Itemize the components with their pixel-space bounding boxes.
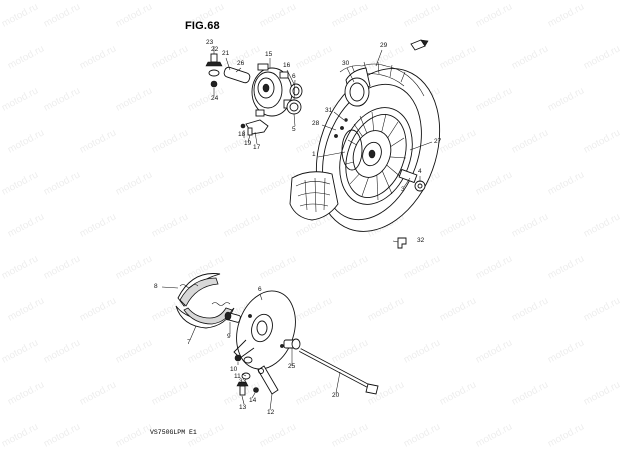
part-number-33: 33 — [239, 378, 247, 385]
part-number-25: 25 — [288, 363, 296, 370]
drive-hub-15 — [251, 63, 293, 117]
part-number-26: 26 — [237, 60, 245, 67]
part-number-22: 22 — [211, 46, 219, 53]
part-number-28: 28 — [312, 120, 320, 127]
part-number-4: 4 — [418, 168, 422, 175]
tube-30 — [344, 77, 370, 107]
washer-11 — [243, 356, 253, 364]
part-number-20: 20 — [332, 392, 340, 399]
part-number-3: 3 — [401, 186, 405, 193]
part-number-10: 10 — [230, 366, 238, 373]
part-number-17: 17 — [253, 144, 261, 151]
part-number-21: 21 — [222, 50, 230, 57]
part-number-1: 1 — [312, 151, 316, 158]
part-number-13: 13 — [239, 404, 247, 411]
part-number-12: 12 — [267, 409, 275, 416]
brake-panel-6 — [233, 290, 296, 370]
part-number-24: 24 — [211, 95, 219, 102]
part-number-32: 32 — [417, 237, 425, 244]
part-number-27: 27 — [434, 138, 442, 145]
part-number-30: 30 — [342, 60, 350, 67]
nut-24 — [210, 80, 218, 88]
cam-lever-12 — [257, 365, 279, 395]
bearing-16 — [289, 83, 303, 99]
spacer-26 — [223, 66, 251, 84]
arrow-front-icon — [410, 39, 429, 51]
part-number-19: 19 — [244, 140, 252, 147]
leader-lines — [161, 46, 433, 411]
seal-5 — [286, 99, 302, 115]
model-code: VS750GLPM E1 — [150, 429, 197, 436]
washer-21 — [208, 69, 220, 77]
part-number-18: 18 — [238, 131, 246, 138]
brake-shoes-7 — [175, 273, 235, 329]
part-number-15: 15 — [265, 51, 273, 58]
part-number-11: 11 — [234, 373, 241, 380]
part-number-8: 8 — [154, 283, 158, 290]
bolt-18 — [240, 123, 246, 129]
part-number-5: 5 — [292, 126, 296, 133]
clip-32 — [397, 237, 407, 249]
wheel-rim-1 — [334, 107, 426, 205]
figure-title: FIG.68 — [185, 20, 220, 32]
nut-14 — [253, 387, 259, 393]
bolt-13 — [239, 385, 246, 396]
part-number-14: 14 — [249, 397, 257, 404]
axle-20 — [299, 348, 379, 395]
pin-19 — [247, 127, 253, 136]
part-number-7: 7 — [187, 339, 191, 346]
bolt-22 — [210, 53, 218, 63]
part-number-16: 16 — [283, 62, 291, 69]
part-number-23: 23 — [206, 39, 214, 46]
part-number-6: 6 — [258, 286, 262, 293]
nut-10 — [234, 354, 242, 362]
part-number-29: 29 — [380, 42, 388, 49]
part-number-31: 31 — [325, 107, 333, 114]
part-number-6-top: 6 — [292, 73, 296, 80]
part-number-9: 9 — [227, 333, 231, 340]
